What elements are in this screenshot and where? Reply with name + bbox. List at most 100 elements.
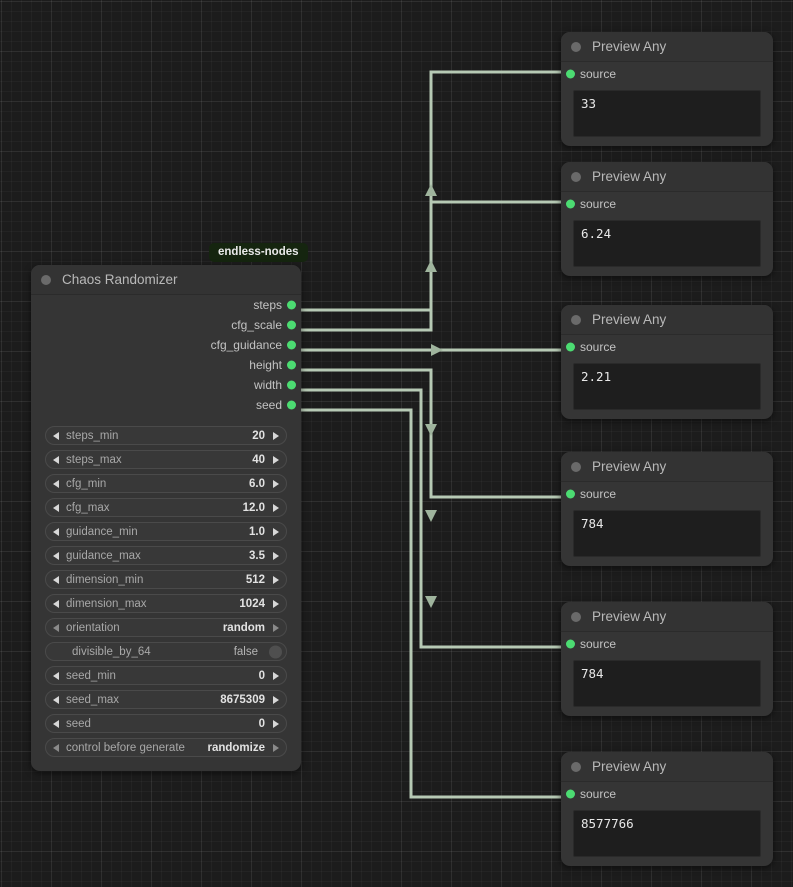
- widget-value[interactable]: randomize: [207, 741, 265, 754]
- node-header[interactable]: Preview Any: [561, 452, 773, 482]
- preview-text-output[interactable]: 2.21: [573, 363, 761, 410]
- widget-steps-min[interactable]: steps_min 20: [45, 426, 287, 445]
- widget-value[interactable]: 1.0: [249, 525, 265, 538]
- output-slot-seed[interactable]: seed: [31, 395, 301, 415]
- output-port-dot-icon[interactable]: [287, 400, 296, 410]
- next-option-arrow-icon[interactable]: [273, 623, 279, 632]
- output-slot-cfg-guidance[interactable]: cfg_guidance: [31, 335, 301, 355]
- increment-arrow-icon[interactable]: [273, 719, 279, 728]
- node-header[interactable]: Preview Any: [561, 32, 773, 62]
- widget-steps-max[interactable]: steps_max 40: [45, 450, 287, 469]
- node-preview-any-2[interactable]: Preview Any source 6.24: [561, 162, 773, 276]
- input-port-dot-icon[interactable]: [566, 489, 575, 499]
- input-slot-source[interactable]: source: [561, 192, 773, 216]
- decrement-arrow-icon[interactable]: [53, 455, 59, 464]
- collapse-dot-icon[interactable]: [571, 314, 581, 325]
- increment-arrow-icon[interactable]: [273, 599, 279, 608]
- decrement-arrow-icon[interactable]: [53, 695, 59, 704]
- output-slot-cfg-scale[interactable]: cfg_scale: [31, 315, 301, 335]
- preview-text-output[interactable]: 6.24: [573, 220, 761, 267]
- previous-option-arrow-icon[interactable]: [53, 623, 59, 632]
- widget-value[interactable]: 3.5: [249, 549, 265, 562]
- output-port-dot-icon[interactable]: [287, 380, 296, 390]
- output-port-dot-icon[interactable]: [287, 360, 296, 370]
- widget-value[interactable]: 40: [252, 453, 265, 466]
- input-slot-source[interactable]: source: [561, 482, 773, 506]
- widget-value[interactable]: 0: [258, 717, 265, 730]
- node-header[interactable]: Preview Any: [561, 602, 773, 632]
- widget-control-before-generate[interactable]: control before generate randomize: [45, 738, 287, 757]
- widget-guidance-min[interactable]: guidance_min 1.0: [45, 522, 287, 541]
- increment-arrow-icon[interactable]: [273, 455, 279, 464]
- output-port-dot-icon[interactable]: [287, 340, 296, 350]
- preview-text-output[interactable]: 784: [573, 510, 761, 557]
- widget-dimension-max[interactable]: dimension_max 1024: [45, 594, 287, 613]
- input-port-dot-icon[interactable]: [566, 342, 575, 352]
- widget-cfg-min[interactable]: cfg_min 6.0: [45, 474, 287, 493]
- node-preview-any-5[interactable]: Preview Any source 784: [561, 602, 773, 716]
- preview-text-output[interactable]: 8577766: [573, 810, 761, 857]
- decrement-arrow-icon[interactable]: [53, 503, 59, 512]
- node-preview-any-6[interactable]: Preview Any source 8577766: [561, 752, 773, 866]
- widget-seed-max[interactable]: seed_max 8675309: [45, 690, 287, 709]
- node-header[interactable]: Preview Any: [561, 162, 773, 192]
- widget-guidance-max[interactable]: guidance_max 3.5: [45, 546, 287, 565]
- node-chaos-randomizer[interactable]: Chaos Randomizer steps cfg_scale cfg_gui…: [31, 265, 301, 771]
- input-slot-source[interactable]: source: [561, 632, 773, 656]
- collapse-dot-icon[interactable]: [41, 274, 51, 285]
- widget-cfg-max[interactable]: cfg_max 12.0: [45, 498, 287, 517]
- decrement-arrow-icon[interactable]: [53, 575, 59, 584]
- decrement-arrow-icon[interactable]: [53, 479, 59, 488]
- widget-divisible-by-64[interactable]: divisible_by_64 false: [45, 642, 287, 661]
- widget-value[interactable]: 1024: [239, 597, 265, 610]
- input-port-dot-icon[interactable]: [566, 69, 575, 79]
- node-header[interactable]: Chaos Randomizer: [31, 265, 301, 295]
- increment-arrow-icon[interactable]: [273, 671, 279, 680]
- decrement-arrow-icon[interactable]: [53, 527, 59, 536]
- input-port-dot-icon[interactable]: [566, 199, 575, 209]
- decrement-arrow-icon[interactable]: [53, 671, 59, 680]
- output-slot-height[interactable]: height: [31, 355, 301, 375]
- widget-orientation[interactable]: orientation random: [45, 618, 287, 637]
- collapse-dot-icon[interactable]: [571, 41, 581, 52]
- increment-arrow-icon[interactable]: [273, 527, 279, 536]
- widget-value[interactable]: 512: [245, 573, 265, 586]
- next-option-arrow-icon[interactable]: [273, 743, 279, 752]
- decrement-arrow-icon[interactable]: [53, 431, 59, 440]
- collapse-dot-icon[interactable]: [571, 761, 581, 772]
- increment-arrow-icon[interactable]: [273, 431, 279, 440]
- collapse-dot-icon[interactable]: [571, 461, 581, 472]
- preview-text-output[interactable]: 33: [573, 90, 761, 137]
- node-preview-any-3[interactable]: Preview Any source 2.21: [561, 305, 773, 419]
- increment-arrow-icon[interactable]: [273, 479, 279, 488]
- node-header[interactable]: Preview Any: [561, 752, 773, 782]
- output-port-dot-icon[interactable]: [287, 320, 296, 330]
- toggle-knob-icon[interactable]: [269, 645, 282, 658]
- previous-option-arrow-icon[interactable]: [53, 743, 59, 752]
- decrement-arrow-icon[interactable]: [53, 551, 59, 560]
- input-port-dot-icon[interactable]: [566, 789, 575, 799]
- collapse-dot-icon[interactable]: [571, 611, 581, 622]
- widget-value[interactable]: 6.0: [249, 477, 265, 490]
- increment-arrow-icon[interactable]: [273, 503, 279, 512]
- widget-seed[interactable]: seed 0: [45, 714, 287, 733]
- output-port-dot-icon[interactable]: [287, 300, 296, 310]
- widget-value[interactable]: 0: [258, 669, 265, 682]
- widget-value[interactable]: 12.0: [242, 501, 265, 514]
- widget-value[interactable]: 8675309: [220, 693, 265, 706]
- decrement-arrow-icon[interactable]: [53, 599, 59, 608]
- widget-dimension-min[interactable]: dimension_min 512: [45, 570, 287, 589]
- decrement-arrow-icon[interactable]: [53, 719, 59, 728]
- widget-seed-min[interactable]: seed_min 0: [45, 666, 287, 685]
- increment-arrow-icon[interactable]: [273, 695, 279, 704]
- input-port-dot-icon[interactable]: [566, 639, 575, 649]
- preview-text-output[interactable]: 784: [573, 660, 761, 707]
- widget-value[interactable]: random: [222, 621, 265, 634]
- output-slot-width[interactable]: width: [31, 375, 301, 395]
- input-slot-source[interactable]: source: [561, 62, 773, 86]
- input-slot-source[interactable]: source: [561, 335, 773, 359]
- widget-value[interactable]: 20: [252, 429, 265, 442]
- increment-arrow-icon[interactable]: [273, 551, 279, 560]
- input-slot-source[interactable]: source: [561, 782, 773, 806]
